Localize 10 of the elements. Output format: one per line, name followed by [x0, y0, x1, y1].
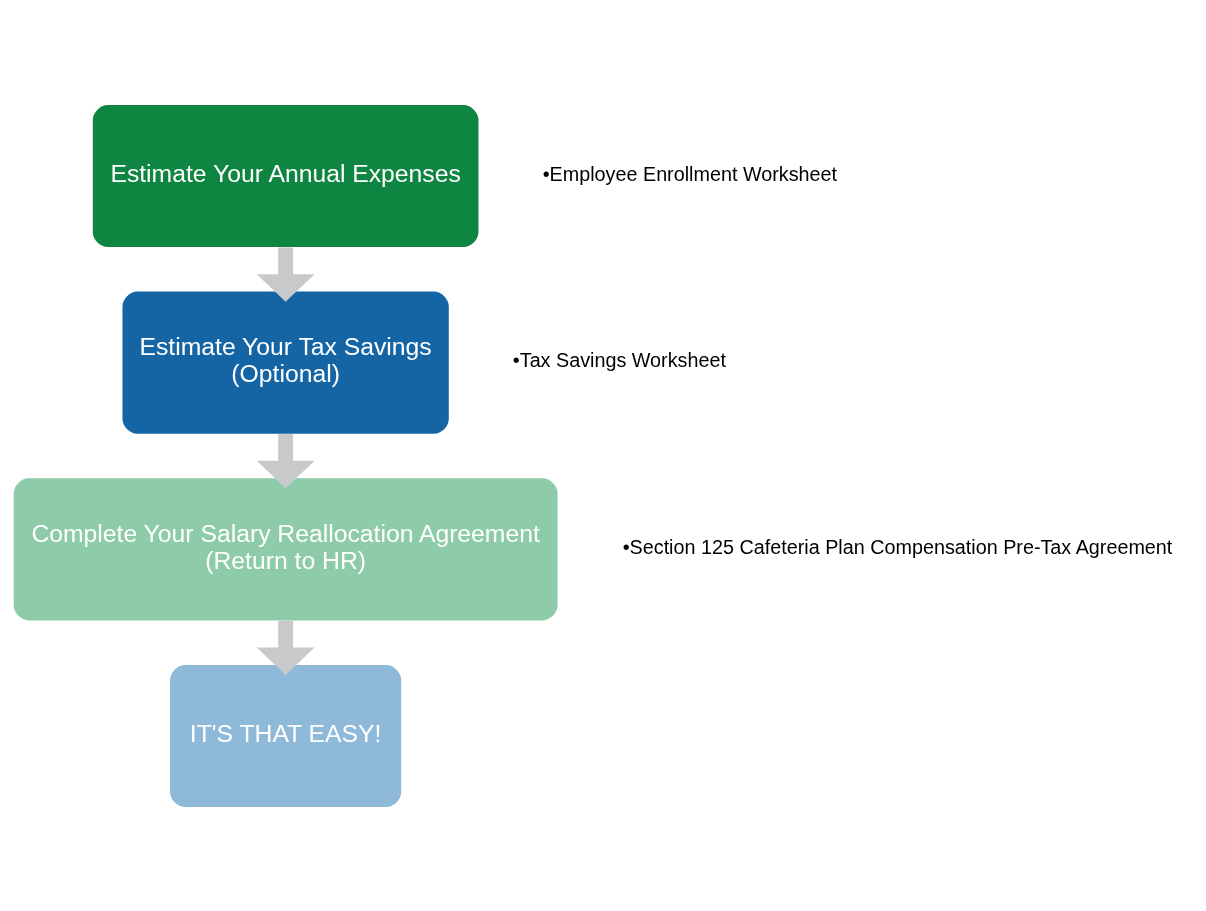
node-label: •Section 125 Cafeteria Plan Compensation Pre-Tax Agreement — [622, 535, 1173, 558]
arrow — [256, 433, 315, 488]
node-box: Complete Your Salary Reallocation Agreement (Return to HR) — [13, 477, 558, 620]
arrow — [256, 620, 315, 675]
node-label: •Employee Enrollment Worksheet — [542, 162, 838, 185]
arrow — [256, 246, 315, 302]
node-box: Estimate Your Annual Expenses — [92, 104, 479, 247]
node-box: IT'S THAT EASY! — [170, 664, 402, 807]
node-box: Estimate Your Tax Savings (Optional) — [122, 291, 449, 434]
node-label: •Tax Savings Worksheet — [512, 348, 726, 371]
